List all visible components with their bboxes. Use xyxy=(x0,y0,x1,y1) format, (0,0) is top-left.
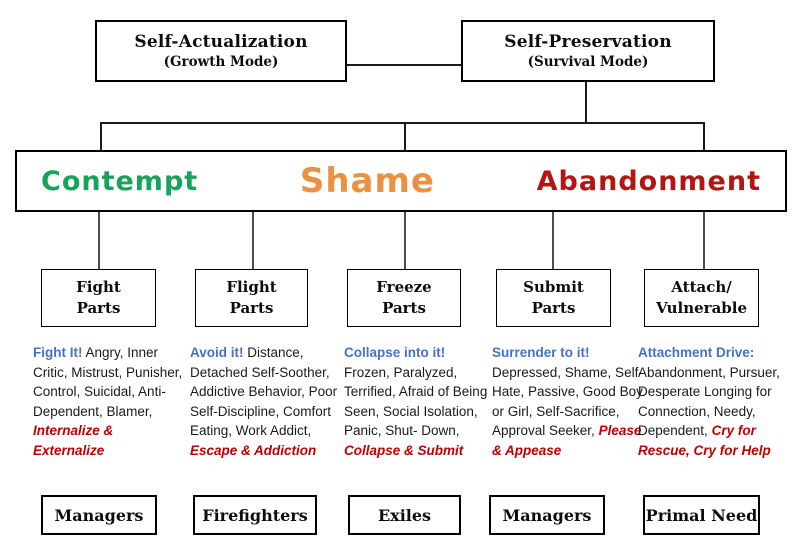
submit-parts-label-line2: Parts xyxy=(531,299,576,317)
freeze-parts-label-line1: Freeze xyxy=(376,278,432,296)
self-preservation-subtitle: (Survival Mode) xyxy=(527,54,649,70)
flight-description-intro: Avoid it! xyxy=(190,345,244,360)
connector-self-preservation-drop xyxy=(585,82,587,124)
flight-description-body: Distance, Detached Self-Soother, Addicti… xyxy=(190,345,338,438)
box-exiles: Exiles xyxy=(348,495,461,535)
managers-fight-label: Managers xyxy=(54,505,144,525)
submit-description-tail: Please & Appease xyxy=(492,423,642,458)
freeze-description: Collapse into it! Frozen, Paralyzed, Ter… xyxy=(344,343,494,460)
connector-part-drop-fight xyxy=(98,212,100,269)
self-preservation-title: Self-Preservation xyxy=(504,32,672,52)
submit-description-body: Depressed, Shame, Self-Hate, Passive, Go… xyxy=(492,364,643,439)
box-attach-vulnerable: Attach/ Vulnerable xyxy=(644,269,759,327)
attach-description-body: Abandonment, Pursuer, Desperate Longing … xyxy=(638,364,780,439)
fight-description-body: Angry, Inner Critic, Mistrust, Punisher,… xyxy=(33,345,183,419)
wound-label-shame: Shame xyxy=(299,161,435,201)
box-self-actualization: Self-Actualization (Growth Mode) xyxy=(95,20,347,82)
fight-description-intro: Fight It! xyxy=(33,345,83,360)
freeze-description-body: Frozen, Paralyzed, Terrified, Afraid of … xyxy=(344,364,488,439)
primal-need-label: Primal Need xyxy=(645,505,758,525)
wound-label-abandonment: Abandonment xyxy=(536,165,761,197)
attach-description-intro: Attachment Drive: xyxy=(638,345,755,360)
box-fight-parts: Fight Parts xyxy=(41,269,156,327)
connector-bracket-drop-middle xyxy=(404,122,406,151)
flight-description: Avoid it! Distance, Detached Self-Soothe… xyxy=(190,343,342,460)
connector-top-horizontal xyxy=(347,64,461,66)
connector-bracket-drop-right xyxy=(703,122,705,151)
submit-parts-label-line1: Submit xyxy=(523,278,584,296)
connector-bracket-horizontal xyxy=(100,122,705,124)
box-firefighters: Firefighters xyxy=(193,495,317,535)
box-managers-fight: Managers xyxy=(41,495,157,535)
connector-part-drop-submit xyxy=(552,212,554,269)
freeze-description-intro: Collapse into it! xyxy=(344,345,446,360)
box-freeze-parts: Freeze Parts xyxy=(347,269,461,327)
self-actualization-title: Self-Actualization xyxy=(134,32,308,52)
exiles-label: Exiles xyxy=(377,505,432,525)
fight-description-tail: Internalize & Externalize xyxy=(33,423,114,458)
attach-vulnerable-label-line1: Attach/ xyxy=(671,278,732,296)
self-actualization-subtitle: (Growth Mode) xyxy=(163,54,279,70)
freeze-parts-label-line2: Parts xyxy=(382,299,426,317)
core-wounds-bar: Contempt Shame Abandonment xyxy=(15,150,787,212)
fight-description: Fight It! Angry, Inner Critic, Mistrust,… xyxy=(33,343,185,460)
connector-part-drop-freeze xyxy=(404,212,406,269)
submit-description: Surrender to it! Depressed, Shame, Self-… xyxy=(492,343,644,460)
box-self-preservation: Self-Preservation (Survival Mode) xyxy=(461,20,715,82)
submit-description-intro: Surrender to it! xyxy=(492,345,590,360)
box-submit-parts: Submit Parts xyxy=(496,269,611,327)
box-flight-parts: Flight Parts xyxy=(195,269,308,327)
flight-parts-label-line1: Flight xyxy=(226,278,277,296)
wound-label-contempt: Contempt xyxy=(41,165,199,197)
box-managers-submit: Managers xyxy=(489,495,605,535)
box-primal-need: Primal Need xyxy=(643,495,760,535)
connector-part-drop-attach xyxy=(703,212,705,269)
flight-description-tail: Escape & Addiction xyxy=(190,442,317,458)
attach-description-tail: Cry for Rescue, Cry for Help xyxy=(638,423,771,458)
connector-part-drop-flight xyxy=(252,212,254,269)
firefighters-label: Firefighters xyxy=(202,505,308,525)
fight-parts-label-line2: Parts xyxy=(76,299,121,317)
freeze-description-tail: Collapse & Submit xyxy=(344,442,464,458)
managers-submit-label: Managers xyxy=(502,505,592,525)
connector-bracket-drop-left xyxy=(100,122,102,151)
flight-parts-label-line2: Parts xyxy=(229,299,274,317)
fight-parts-label-line1: Fight xyxy=(76,278,121,296)
attach-description: Attachment Drive: Abandonment, Pursuer, … xyxy=(638,343,794,460)
attach-vulnerable-label-line2: Vulnerable xyxy=(655,299,748,317)
